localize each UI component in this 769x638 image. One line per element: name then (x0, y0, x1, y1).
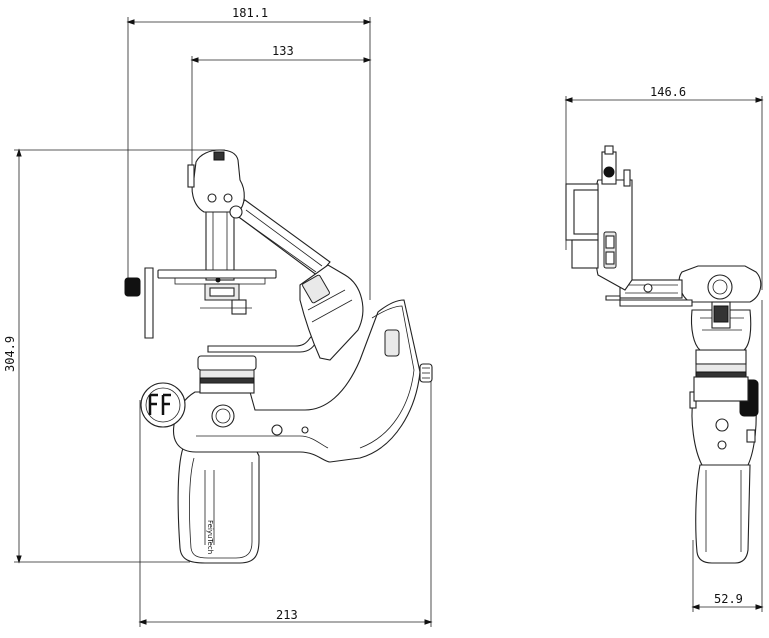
dim-label-133: 133 (272, 44, 294, 58)
dimension-front-width-mid: 133 (190, 44, 372, 175)
side-roll-motor (678, 265, 762, 329)
pan-motor (197, 327, 326, 394)
side-horizontal-arm (605, 279, 693, 307)
dim-label-52: 52.9 (714, 592, 743, 606)
logo-knob (140, 382, 186, 428)
handle-grip: FeiyuTech (177, 437, 260, 564)
tilt-stem (187, 149, 245, 281)
base-body (173, 299, 421, 463)
feiyu-logo-icon (148, 393, 171, 415)
dimension-front-height: 304.9 (3, 148, 225, 564)
side-handle (689, 379, 759, 564)
mode-button (384, 329, 400, 357)
front-view-gimbal: FeiyuTech (124, 149, 433, 564)
side-view-gimbal (565, 145, 762, 564)
side-knob-front (419, 363, 433, 383)
side-tilt-arm (565, 145, 633, 291)
camera-plate (124, 267, 277, 339)
dimension-side-width-bottom: 52.9 (691, 300, 764, 612)
handle-brand-text: FeiyuTech (206, 520, 214, 554)
dim-label-304: 304.9 (3, 336, 17, 372)
dim-label-146: 146.6 (650, 85, 686, 99)
dim-label-181: 181.1 (232, 6, 268, 20)
dimension-front-width-top: 181.1 (126, 6, 372, 300)
side-pan-motor (690, 309, 752, 402)
dim-label-213: 213 (276, 608, 298, 622)
roll-arm (231, 199, 364, 361)
dimension-front-width-bottom: 213 (138, 380, 433, 627)
